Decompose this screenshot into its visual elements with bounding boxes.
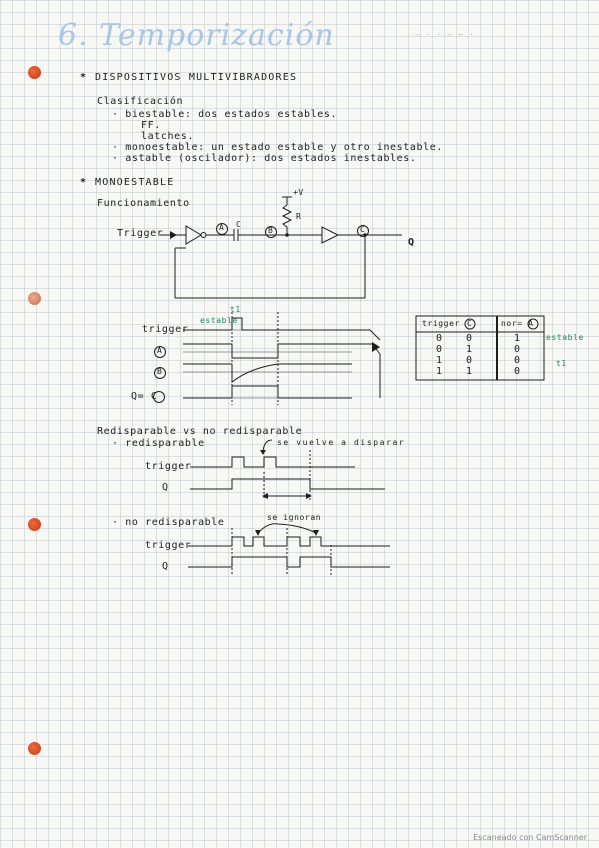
timing-trigger-label: trigger xyxy=(142,324,189,335)
section-bullet: * xyxy=(80,177,87,188)
truth-cell: 1 xyxy=(436,355,443,366)
truth-cell: 0 xyxy=(514,344,521,355)
truth-cell: 0 xyxy=(436,344,443,355)
truth-cell: 1 xyxy=(466,344,473,355)
binder-hole xyxy=(28,292,41,305)
binder-hole xyxy=(28,66,41,79)
scanner-watermark: Escaneado con CamScanner xyxy=(473,833,587,842)
clasif-line-astable: · astable (oscilador): dos estados inest… xyxy=(112,153,417,164)
redisp-trigger-label: trigger xyxy=(145,461,192,472)
clasif-line-biestable: · biestable: dos estados estables. xyxy=(112,109,338,120)
clasif-line-latches: latches. xyxy=(141,131,194,142)
circuit-q-label: Q xyxy=(408,237,415,248)
redisparable-heading: Redisparable vs no redisparable xyxy=(97,426,303,437)
clasif-line-monoestable: · monoestable: un estado estable y otro … xyxy=(112,142,444,153)
clasif-line-ff: FF. xyxy=(141,120,161,131)
node-a-label: A xyxy=(219,223,225,232)
timing-b-label: B xyxy=(157,367,163,376)
redisparable-item: · redisparable xyxy=(112,438,205,449)
truth-cell: 0 xyxy=(466,333,473,344)
circuit-c-label: C xyxy=(236,220,242,229)
truth-cell: 0 xyxy=(436,333,443,344)
node-c-label: C xyxy=(360,225,366,234)
truth-t1-note: t1 xyxy=(556,359,567,368)
truth-estable-note: estable xyxy=(546,333,584,342)
estable-note: estable xyxy=(200,316,238,325)
section-heading-monoestable: MONOESTABLE xyxy=(95,177,175,188)
redisp-q-label: Q xyxy=(162,482,169,493)
truth-cell: 1 xyxy=(436,366,443,377)
circuit-r-label: R xyxy=(296,212,302,221)
redisparable-note: se vuelve a disparar xyxy=(277,438,406,447)
timing-q-label: Q= C xyxy=(131,391,158,402)
truth-cell: 1 xyxy=(466,366,473,377)
binder-hole xyxy=(28,742,41,755)
funcionamiento-label: Funcionamiento xyxy=(97,198,190,209)
truth-cell: 0 xyxy=(514,355,521,366)
noredisp-q-label: Q xyxy=(162,561,169,572)
noredisp-trigger-label: trigger xyxy=(145,540,192,551)
page-title: 6. Temporización xyxy=(58,18,335,53)
no-redisparable-item: · no redisparable xyxy=(112,517,225,528)
circuit-trigger-label: Trigger xyxy=(117,228,164,239)
truth-cell: 0 xyxy=(514,366,521,377)
faint-header-marks: — · · — — · xyxy=(415,30,475,39)
node-b-label: B xyxy=(268,226,274,235)
section-heading-multivibradores: DISPOSITIVOS MULTIVIBRADORES xyxy=(95,72,298,83)
t1-note: t1 xyxy=(230,305,241,314)
truth-cell: 1 xyxy=(514,333,521,344)
truth-header-c: C xyxy=(467,319,473,328)
truth-header-nor: nor= A xyxy=(501,319,534,328)
no-redisparable-note: se ignoran xyxy=(267,513,322,522)
truth-header-trigger: trigger xyxy=(422,319,460,328)
circuit-vplus-label: +V xyxy=(293,188,304,197)
binder-hole xyxy=(28,518,41,531)
truth-cell: 0 xyxy=(466,355,473,366)
section-bullet: * xyxy=(80,72,87,83)
timing-a-label: A xyxy=(157,346,163,355)
clasificacion-label: Clasificación xyxy=(97,96,184,107)
